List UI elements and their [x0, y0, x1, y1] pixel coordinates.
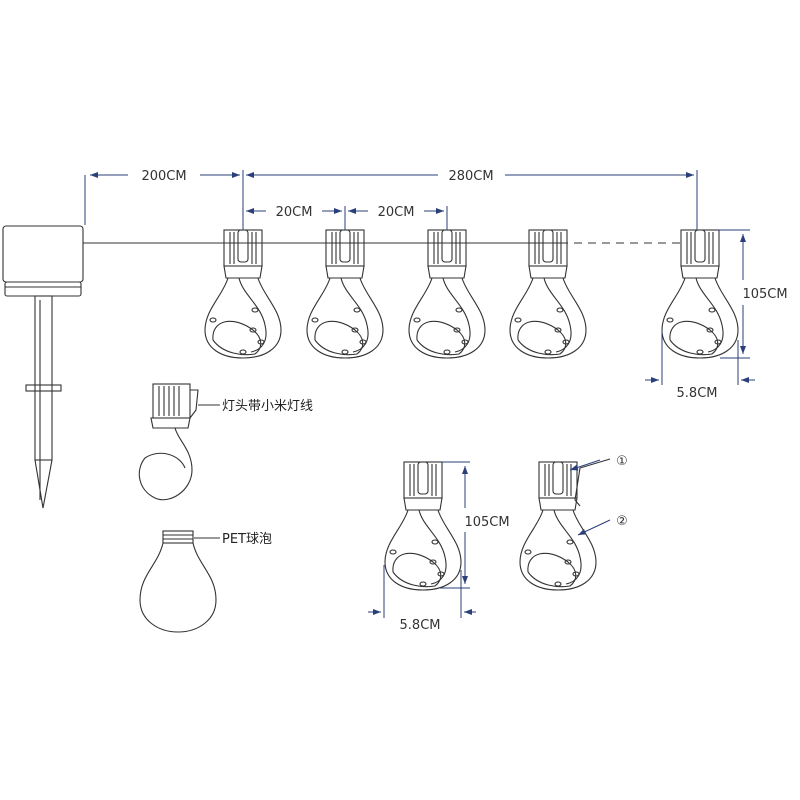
- callout-1: ①: [569, 454, 628, 507]
- pet-bulb-label: PET球泡: [222, 532, 272, 547]
- dimension-280cm-label: 280CM: [448, 169, 493, 184]
- dimension-20cm-label-1: 20CM: [276, 205, 313, 220]
- dimension-280cm: 280CM: [246, 169, 698, 230]
- dimension-200cm: 200CM: [84, 169, 244, 230]
- bulb-1: [204, 229, 282, 359]
- detail-bulb-callouts: [519, 461, 597, 591]
- callout-1-label: ①: [616, 454, 628, 469]
- bulb-5: [661, 229, 739, 359]
- detail-height-label: 105CM: [464, 515, 509, 530]
- bulb-2: [306, 229, 384, 359]
- solar-panel: [2, 225, 84, 297]
- detail-width-label: 5.8CM: [400, 618, 441, 633]
- dimension-detail-width: 5.8CM: [368, 565, 476, 633]
- dimension-bulb-height: 105CM: [718, 229, 788, 359]
- dimension-200cm-label: 200CM: [141, 169, 186, 184]
- dimension-detail-height: 105CM: [440, 461, 510, 589]
- dimension-20cm-label-2: 20CM: [378, 205, 415, 220]
- dimension-20cm-2: 20CM: [348, 205, 448, 230]
- dimension-bulb-width: 5.8CM: [645, 330, 755, 401]
- detail-bulb-dimensioned: [384, 461, 462, 591]
- callout-2-label: ②: [616, 514, 628, 529]
- lamp-head-detail: 灯头带小米灯线: [138, 383, 313, 501]
- bulb-width-label: 5.8CM: [677, 386, 718, 401]
- ground-stake: [25, 295, 62, 509]
- pet-bulb-detail: PET球泡: [139, 530, 272, 633]
- bulb-3: [408, 229, 486, 359]
- lamp-head-label: 灯头带小米灯线: [222, 399, 313, 414]
- bulb-4: [509, 229, 587, 359]
- bulb-height-label: 105CM: [742, 287, 787, 302]
- dimension-20cm-1: 20CM: [246, 205, 346, 230]
- callout-2: ②: [577, 514, 628, 536]
